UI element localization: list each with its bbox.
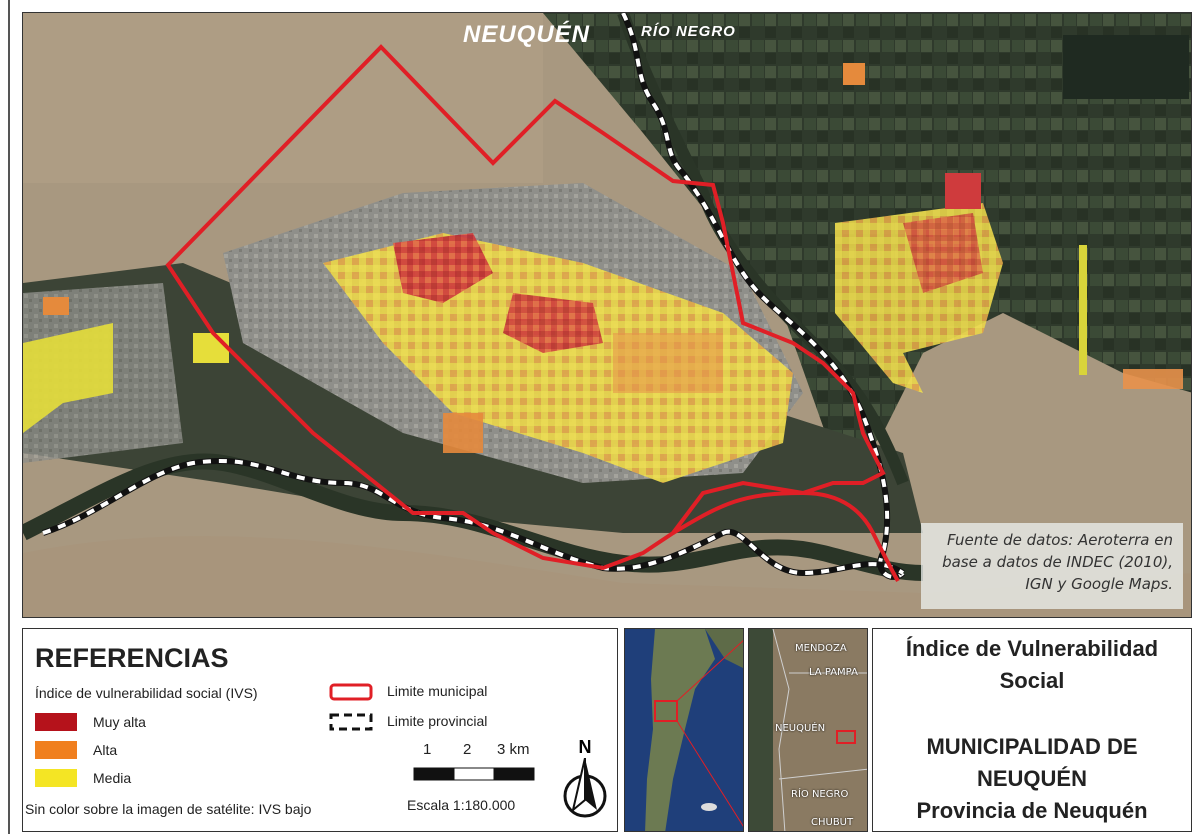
swatch-alta: [35, 741, 77, 759]
inset-label-neuquen: NEUQUÉN: [775, 723, 826, 734]
inset-map-country: [624, 628, 744, 832]
ivs-alta-zone: [613, 333, 723, 393]
scale-tick-3: 3 km: [497, 741, 530, 758]
ivs-alta-patch: [443, 413, 483, 453]
provincial-boundary-east-dash: [621, 13, 905, 579]
ivs-media-west: [23, 323, 113, 433]
ivs-muy-alta-cipolletti: [903, 213, 983, 293]
scale-tick-1: 1: [423, 741, 432, 758]
ivs-alta-west: [43, 297, 69, 315]
ivs-muy-alta-zone: [393, 233, 493, 303]
desert-plateau: [23, 13, 543, 183]
ivs-muy-alta-block: [945, 173, 981, 209]
inset-country-canvas: [625, 629, 743, 831]
provincial-boundary-south-dash: [42, 458, 905, 576]
source-line-3: IGN y Google Maps.: [1025, 575, 1173, 593]
legend-note-ivs-bajo: Sin color sobre la imagen de satélite: I…: [25, 801, 312, 817]
ivs-media-strip: [1079, 245, 1087, 375]
title-line-5: Provincia de Neuquén: [916, 798, 1148, 823]
label-rio-negro: RÍO NEGRO: [641, 23, 736, 40]
inset-location-marker: [654, 700, 678, 722]
inset-region-canvas: [749, 629, 867, 831]
legend-subtitle: Índice de vulnerabilidad social (IVS): [35, 685, 258, 701]
ivs-muy-alta-zone-2: [503, 293, 603, 353]
source-line-1: Fuente de datos: Aeroterra en: [946, 531, 1173, 549]
ivs-alta-block: [843, 63, 865, 85]
neuquen-river: [617, 13, 909, 486]
map-canvas: [23, 13, 1191, 617]
legend-panel: REFERENCIAS Índice de vulnerabilidad soc…: [22, 628, 618, 832]
title-line-1: Índice de Vulnerabilidad: [905, 636, 1159, 661]
legend-label-muy-alta: Muy alta: [93, 714, 146, 730]
municipal-boundary-south: [671, 490, 900, 583]
swatch-muy-alta: [35, 713, 77, 731]
north-arrow-icon: [563, 757, 607, 818]
swatch-municipal-boundary: [329, 683, 373, 701]
title-line-2: Social: [999, 668, 1065, 693]
title-panel: Índice de Vulnerabilidad Social MUNICIPA…: [872, 628, 1192, 832]
inset-label-mendoza: MENDOZA: [795, 643, 847, 654]
ivs-media-west-2: [193, 333, 229, 363]
legend-title: REFERENCIAS: [35, 643, 229, 673]
legend-label-alta: Alta: [93, 742, 118, 758]
north-letter: N: [578, 737, 592, 757]
left-frame-line: [8, 0, 10, 834]
inset-label-rio-negro: RÍO NEGRO: [791, 789, 849, 800]
data-source-box: Fuente de datos: Aeroterra en base a dat…: [921, 523, 1183, 609]
inset-label-chubut: CHUBUT: [811, 817, 854, 828]
scale-tick-2: 2: [463, 741, 472, 758]
source-line-2: base a datos de INDEC (2010),: [942, 553, 1173, 571]
inset-map-region: MENDOZA LA PAMPA NEUQUÉN RÍO NEGRO CHUBU…: [748, 628, 868, 832]
ivs-alta-strip: [1123, 369, 1183, 389]
region-location-marker: [836, 730, 856, 744]
scale-caption: Escala 1:180.000: [407, 797, 516, 813]
main-map[interactable]: NEUQUÉN RÍO NEGRO Fuente de datos: Aerot…: [22, 12, 1192, 618]
south-desert: [23, 536, 1191, 617]
inset-label-la-pampa: LA PAMPA: [809, 667, 858, 678]
label-neuquen: NEUQUÉN: [463, 21, 591, 48]
scale-bar-graphic: [413, 767, 535, 781]
scale-bar: 1 2 3 km Escala 1:180.000: [407, 741, 563, 821]
swatch-provincial-boundary: [329, 713, 373, 731]
dark-field-block: [1063, 35, 1189, 99]
legend-label-municipal: Limite municipal: [387, 683, 488, 699]
legend-label-media: Media: [93, 770, 132, 786]
legend-label-provincial: Limite provincial: [387, 713, 488, 729]
north-arrow: N: [561, 737, 609, 827]
title-line-3: MUNICIPALIDAD DE: [926, 734, 1138, 759]
municipal-boundary: [165, 44, 886, 571]
title-line-4: NEUQUÉN: [976, 766, 1087, 791]
swatch-media: [35, 769, 77, 787]
